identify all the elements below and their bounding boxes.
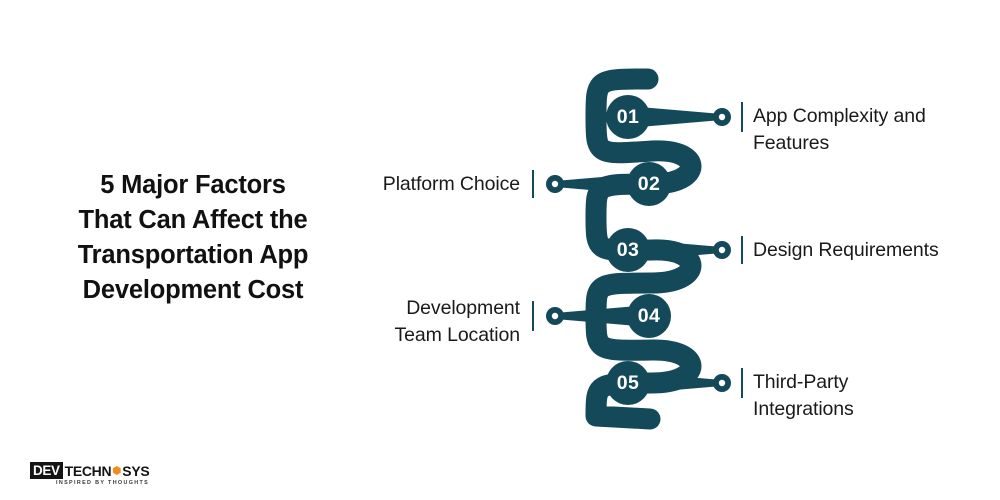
brand-logo[interactable]: DEV TECHN SYS INSPIRED BY THOUGHTS bbox=[30, 462, 150, 488]
logo-word-start: TECHN bbox=[64, 462, 112, 479]
logo-tagline: INSPIRED BY THOUGHTS bbox=[56, 480, 150, 486]
page-title: 5 Major Factors That Can Affect the Tran… bbox=[58, 168, 328, 308]
divider-05 bbox=[741, 368, 743, 398]
label-item-01: App Complexity and Features bbox=[753, 103, 926, 157]
logo-dev-badge: DEV bbox=[30, 462, 63, 479]
logo-word-end: SYS bbox=[122, 462, 150, 479]
node-04[interactable]: 04 bbox=[627, 294, 671, 338]
divider-01 bbox=[741, 102, 743, 132]
node-03[interactable]: 03 bbox=[606, 228, 650, 272]
label-item-02-line-1: Platform Choice bbox=[382, 173, 520, 195]
node-04-number: 04 bbox=[638, 305, 661, 327]
node-03-number: 03 bbox=[617, 239, 640, 261]
node-02[interactable]: 02 bbox=[627, 162, 671, 206]
divider-02 bbox=[532, 170, 534, 198]
label-item-01-line-1: App Complexity and bbox=[753, 105, 926, 127]
node-05-number: 05 bbox=[617, 372, 640, 394]
page-title-line-2: That Can Affect the bbox=[78, 206, 308, 234]
logo-technosys: TECHN SYS bbox=[65, 464, 150, 478]
label-item-01-line-2: Features bbox=[753, 132, 830, 154]
page-title-line-1: 5 Major Factors bbox=[100, 171, 286, 199]
node-01[interactable]: 01 bbox=[606, 95, 650, 139]
divider-04 bbox=[532, 301, 534, 331]
label-item-05: Third-Party Integrations bbox=[753, 369, 854, 423]
node-02-number: 02 bbox=[638, 173, 661, 195]
label-item-04: Development Team Location bbox=[300, 295, 520, 349]
hexagon-icon bbox=[112, 466, 121, 475]
divider-03 bbox=[741, 236, 743, 264]
label-item-04-line-1: Development bbox=[406, 297, 520, 319]
label-item-05-line-1: Third-Party bbox=[753, 371, 849, 393]
label-item-04-line-2: Team Location bbox=[394, 324, 520, 346]
node-01-number: 01 bbox=[617, 106, 640, 128]
label-item-03: Design Requirements bbox=[753, 237, 939, 264]
logo-wordmark: DEV TECHN SYS bbox=[30, 462, 150, 479]
page-title-line-3: Transportation App bbox=[77, 241, 309, 269]
label-item-05-line-2: Integrations bbox=[753, 398, 854, 420]
connectors bbox=[546, 106, 731, 394]
page-title-line-4: Development Cost bbox=[82, 276, 304, 304]
node-05[interactable]: 05 bbox=[606, 361, 650, 405]
label-item-03-line-1: Design Requirements bbox=[753, 239, 939, 261]
label-item-02: Platform Choice bbox=[300, 171, 520, 198]
